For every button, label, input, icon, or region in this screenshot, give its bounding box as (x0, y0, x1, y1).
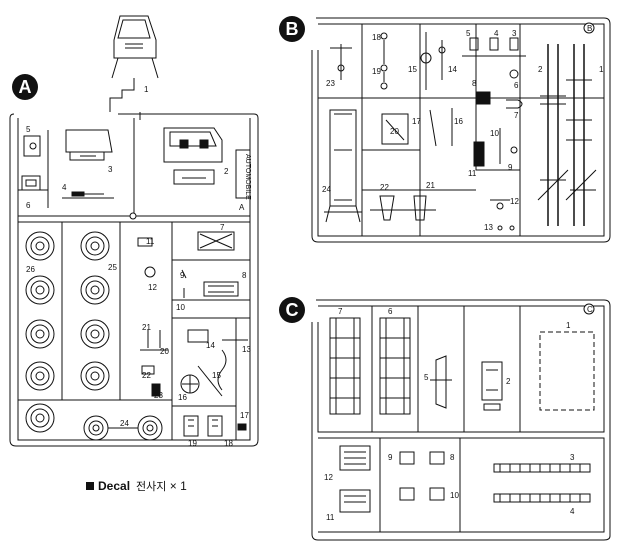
sprue-a-frame (9, 15, 259, 447)
part-number: 22 (142, 371, 151, 380)
part-number: 8 (242, 271, 247, 280)
part-number: 11 (326, 513, 335, 522)
part-number: 9 (508, 163, 513, 172)
decal-korean-label: 전사지 (136, 481, 167, 493)
part-number: 6 (26, 201, 31, 210)
part-number: 11 (146, 237, 155, 246)
part-number: 9 (180, 271, 185, 280)
part-number: 22 (380, 183, 389, 192)
part-number: 1 (599, 65, 604, 74)
part-number: 15 (408, 65, 417, 74)
part-number: 18 (372, 33, 381, 42)
part-number: 10 (450, 491, 459, 500)
part-number: 9 (388, 453, 393, 462)
part-number: 5 (26, 125, 31, 134)
part-number: 10 (176, 303, 185, 312)
part-number: 13 (242, 345, 251, 354)
brand-plate-text: AUTOMOBILE (244, 154, 251, 200)
sprue-b-frame (311, 17, 611, 243)
part-number: 5 (466, 29, 471, 38)
part-number: 20 (160, 347, 169, 356)
sprue-c-tag: C (587, 305, 593, 314)
decal-note: Decal 전사지 × 1 (86, 478, 187, 494)
part-number: 17 (412, 117, 421, 126)
sprue-c-badge: C (279, 297, 305, 323)
part-number: 13 (484, 223, 493, 232)
part-number: 8 (472, 79, 477, 88)
part-number: 24 (322, 185, 331, 194)
part-number: 23 (154, 391, 163, 400)
part-number: 5 (424, 373, 429, 382)
part-number: 7 (220, 223, 225, 232)
sprue-a-tag: A (239, 203, 245, 212)
part-number: 10 (490, 129, 499, 138)
part-number: 12 (148, 283, 157, 292)
part-number: 17 (240, 411, 249, 420)
bullet-square-icon (86, 481, 94, 490)
part-number: 16 (178, 393, 187, 402)
part-number: 7 (514, 111, 519, 120)
part-number: 21 (142, 323, 151, 332)
part-number: 6 (388, 307, 393, 316)
part-number: 24 (120, 419, 129, 428)
sprue-b-badge: B (279, 16, 305, 42)
part-number: 1 (144, 85, 149, 94)
part-number: 4 (570, 507, 575, 516)
part-number: 1 (566, 321, 571, 330)
part-number: 21 (426, 181, 435, 190)
part-number: 14 (448, 65, 457, 74)
decal-count: × 1 (169, 479, 187, 493)
part-number: 4 (494, 29, 499, 38)
part-number: 18 (224, 439, 233, 448)
part-number: 3 (570, 453, 575, 462)
part-number: 12 (510, 197, 519, 206)
part-number: 19 (372, 67, 381, 76)
part-number: 26 (26, 265, 35, 274)
part-number: 16 (454, 117, 463, 126)
part-number: 8 (450, 453, 455, 462)
part-number: 6 (514, 81, 519, 90)
part-number: 3 (512, 29, 517, 38)
part-number: 23 (326, 79, 335, 88)
part-number: 19 (188, 439, 197, 448)
part-number: 25 (108, 263, 117, 272)
part-number: 20 (390, 127, 399, 136)
part-number: 14 (206, 341, 215, 350)
sprue-c-frame (311, 299, 611, 541)
part-number: 3 (108, 165, 113, 174)
part-number: 15 (212, 371, 221, 380)
part-number: 11 (468, 169, 477, 178)
sprue-a-badge: A (12, 74, 38, 100)
part-number: 2 (224, 167, 229, 176)
part-number: 2 (538, 65, 543, 74)
part-number: 7 (338, 307, 343, 316)
part-number: 4 (62, 183, 67, 192)
sprue-b-tag: B (587, 24, 592, 33)
part-number: 12 (324, 473, 333, 482)
part-number: 2 (506, 377, 511, 386)
decal-label: Decal (98, 479, 131, 493)
